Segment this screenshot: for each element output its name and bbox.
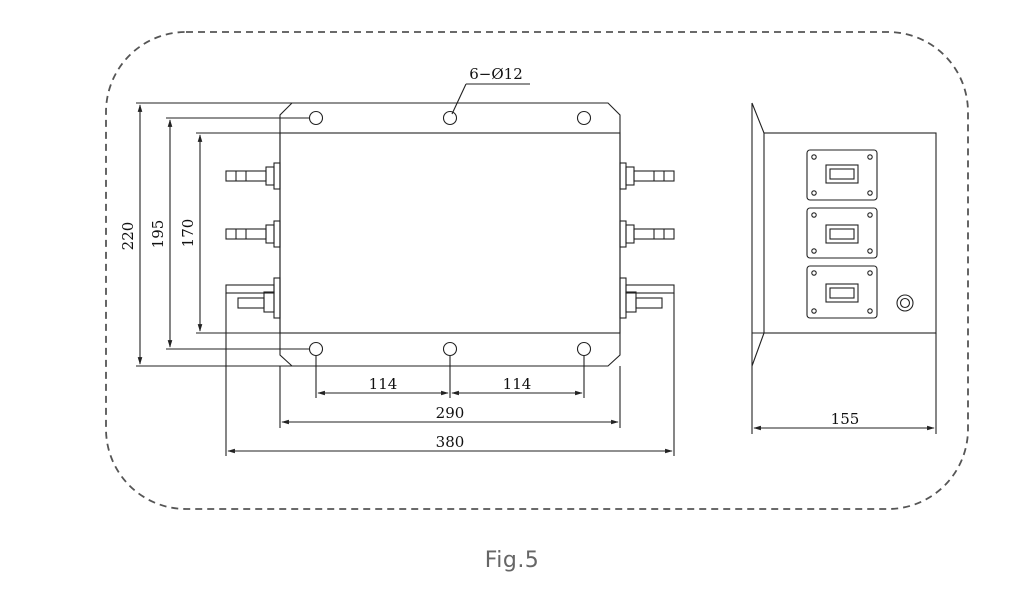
filter-body — [279, 132, 621, 334]
mounting-holes — [308, 110, 592, 357]
side-body — [763, 132, 937, 334]
dim-hole-pitch-left: 114 — [369, 375, 398, 393]
connector-panel — [806, 207, 878, 259]
dim-overall-width: 380 — [436, 433, 465, 451]
side-view — [751, 102, 937, 434]
mounting-hole — [576, 341, 592, 357]
mounting-hole — [442, 341, 458, 357]
mounting-plate — [279, 102, 621, 367]
right-terminals — [619, 162, 675, 319]
side-plate-flange — [751, 102, 765, 367]
mounting-hole — [308, 341, 324, 357]
dim-body-width: 290 — [436, 404, 465, 422]
figure-caption: Fig.5 — [484, 548, 540, 573]
dim-inner-height: 170 — [179, 219, 197, 248]
ground-terminal-icon — [896, 294, 914, 312]
mounting-hole — [442, 110, 458, 126]
dim-side-depth: 155 — [831, 410, 860, 428]
dashed-frame — [105, 31, 969, 510]
hole-callout-label: 6−Ø12 — [469, 65, 523, 83]
front-view — [136, 83, 675, 456]
connector-panel — [806, 149, 878, 201]
dim-overall-height: 220 — [119, 222, 137, 251]
left-terminals — [225, 162, 281, 319]
connector-panel — [806, 265, 878, 319]
mounting-hole — [576, 110, 592, 126]
dim-hole-spacing-vertical: 195 — [149, 220, 167, 249]
dim-hole-pitch-right: 114 — [503, 375, 532, 393]
mounting-hole — [308, 110, 324, 126]
